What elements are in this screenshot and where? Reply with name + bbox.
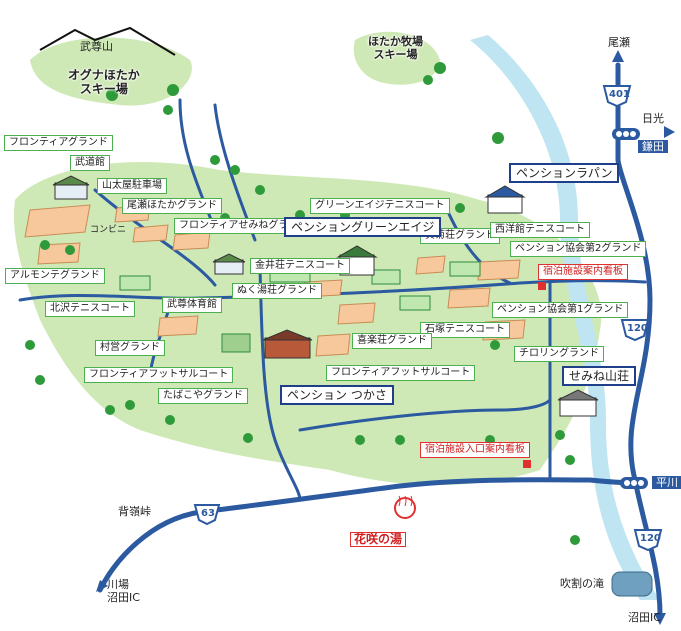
label-pension-greenage: ペンショングリーンエイジ	[284, 217, 442, 237]
route-63	[97, 477, 643, 593]
label-semine-sanso: せみね山荘	[562, 366, 637, 386]
road-south	[298, 398, 552, 432]
label-yamataya-parking: 山太屋駐車場	[97, 178, 167, 194]
tennis-kitazawa	[119, 275, 151, 291]
sign-annai-marker	[538, 282, 546, 290]
mountain-area-east	[353, 31, 440, 85]
dest-numata-ic: 沼田IC	[628, 611, 661, 624]
road-central	[258, 268, 302, 502]
field-kyokai1	[447, 287, 491, 309]
label-ishizuka-tennis: 石塚テニスコート	[420, 322, 510, 338]
hanasaki-no-yu: 花咲の湯	[350, 532, 407, 547]
dest-oze: 尾瀬	[608, 36, 630, 49]
label-kyokai1-ground: ペンション協会第1グランド	[492, 302, 629, 318]
fukiware-label: 吹割の滝	[560, 577, 604, 590]
field-futsal-frontier	[315, 333, 351, 357]
route-120-label-b: 120	[640, 533, 661, 544]
label-almonte-ground: アルモンテグランド	[5, 268, 105, 284]
route-401-label: 401	[609, 89, 630, 100]
tennis-greenage	[371, 269, 401, 285]
field-sonei	[157, 315, 199, 337]
fukiware-waterfall	[611, 571, 653, 597]
arrow-sw	[96, 580, 108, 592]
ski-area-hotakabokujo: ほたか牧場 スキー場	[368, 35, 423, 61]
route-401-shield	[602, 85, 632, 108]
konbini-label: コンビニ	[90, 225, 127, 235]
route-120-label-a: 120	[627, 323, 648, 334]
label-pension-tsukasa: ペンション つかさ	[280, 385, 394, 405]
field-frontier-semine	[172, 231, 211, 251]
label-budokan: 武道館	[70, 155, 110, 171]
ridge-line	[39, 26, 176, 56]
route-63-shield	[193, 504, 221, 526]
label-frontier-futsal-west: フロンティアフットサルコート	[84, 367, 234, 383]
label-pension-rapan: ペンションラパン	[509, 163, 620, 183]
label-kyokai2-ground: ペンション協会第2グランド	[510, 241, 647, 257]
arrow-east	[664, 126, 675, 138]
arrow-north	[612, 50, 624, 62]
buildings	[52, 175, 599, 417]
label-frontier-futsal-east: フロンティアフットサルコート	[326, 365, 476, 381]
tennis-ishizuka	[399, 295, 431, 311]
dest-nikko: 日光	[642, 112, 664, 125]
label-ozehotaka-ground: 尾瀬ほたかグランド	[122, 198, 222, 214]
pension-rapan-building	[487, 194, 523, 214]
route-120-shield-b	[633, 529, 663, 552]
field-kiraku	[337, 302, 376, 325]
mountain-bushozan: 武尊山	[80, 40, 113, 53]
arrow-south	[654, 613, 666, 625]
river	[470, 35, 660, 600]
field-shingiku	[415, 255, 446, 275]
ski-area-ogunahotaka: オグナほたか スキー場	[68, 68, 140, 96]
label-greenage-tennis: グリーンエイジテニスコート	[310, 198, 450, 214]
label-frontier-ground: フロンティアグランド	[4, 135, 113, 151]
tennis-seiyokan	[449, 261, 481, 277]
route-63-label: 63	[201, 508, 215, 519]
road-n1	[178, 98, 217, 232]
dest-kawaba-numata: 川場 沼田IC	[107, 578, 140, 604]
field-ozehotaka	[132, 224, 169, 243]
semine-sanso-building	[559, 397, 597, 417]
mountain-area-west	[30, 37, 192, 106]
pension-tsukasa-building	[264, 337, 311, 359]
label-sign-annai: 宿泊施設案内看板	[538, 264, 628, 280]
label-kanai-tennis: 金井荘テニスコート	[250, 258, 350, 274]
label-tirolin-ground: チロリングランド	[514, 346, 604, 362]
route-120-shield-a	[620, 319, 650, 342]
futsal-tabakoya	[221, 333, 251, 353]
label-seiyokan-tennis: 西洋館テニスコート	[490, 222, 590, 238]
label-sign-iriguchi: 宿泊施設入口案内看板	[420, 442, 530, 458]
field-kyokai2	[477, 259, 521, 281]
junction-hirakawa-label: 平川	[652, 476, 681, 489]
sign-iriguchi-marker	[523, 460, 531, 468]
label-kitazawa-tennis: 北沢テニスコート	[45, 301, 135, 317]
label-frontier-semine-ground: フロンティアせみねグランド	[174, 218, 314, 234]
field-frontier	[24, 204, 91, 238]
junction-kamata-label: 鎌田	[638, 140, 668, 153]
label-kiraku-ground: 喜楽荘グランド	[352, 333, 432, 349]
road-north-loop	[93, 188, 217, 287]
pass-seoritoge: 背嶺峠	[118, 505, 151, 518]
label-sonei-ground: 村営グランド	[95, 340, 165, 356]
label-tabakoya-ground: たばこやグランド	[158, 388, 248, 404]
label-hotaka-gymnasium: 武尊体育館	[162, 297, 222, 313]
label-nukuyu-ground: ぬく湯荘グランド	[232, 283, 322, 299]
